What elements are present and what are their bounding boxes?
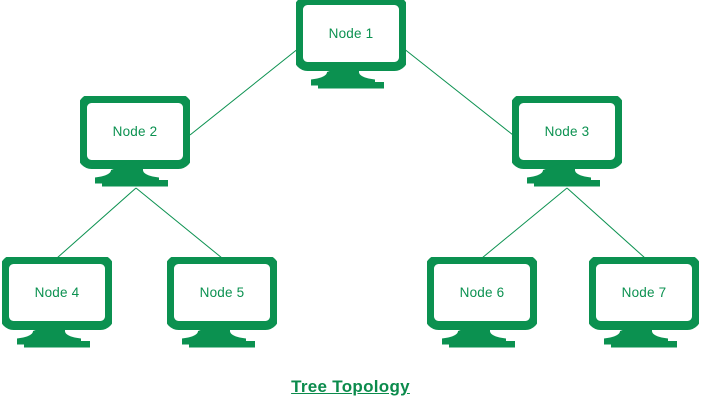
node-label: Node 6 <box>459 284 505 300</box>
node-1[interactable]: Node 1 <box>296 0 406 90</box>
node-6[interactable]: Node 6 <box>427 257 537 349</box>
node-7[interactable]: Node 7 <box>589 257 699 349</box>
node-2[interactable]: Node 2 <box>80 96 190 188</box>
edge-2-5 <box>135 187 223 259</box>
node-label: Node 2 <box>112 123 158 139</box>
computer-monitor-icon <box>296 0 406 89</box>
edge-1-3 <box>402 47 514 136</box>
node-4[interactable]: Node 4 <box>2 257 112 349</box>
edge-3-7 <box>566 187 646 259</box>
node-3[interactable]: Node 3 <box>512 96 622 188</box>
node-5[interactable]: Node 5 <box>167 257 277 349</box>
edge-1-2 <box>189 47 300 136</box>
edge-3-6 <box>481 187 568 259</box>
node-label: Node 1 <box>328 25 374 41</box>
computer-monitor-icon <box>427 257 537 348</box>
node-label: Node 5 <box>199 284 245 300</box>
node-label: Node 3 <box>544 123 590 139</box>
node-label: Node 4 <box>34 284 80 300</box>
computer-monitor-icon <box>2 257 112 348</box>
edge-2-4 <box>56 187 137 259</box>
computer-monitor-icon <box>167 257 277 348</box>
computer-monitor-icon <box>80 96 190 187</box>
diagram-title: Tree Topology <box>291 377 410 396</box>
node-label: Node 7 <box>621 284 667 300</box>
computer-monitor-icon <box>512 96 622 187</box>
computer-monitor-icon <box>589 257 699 348</box>
